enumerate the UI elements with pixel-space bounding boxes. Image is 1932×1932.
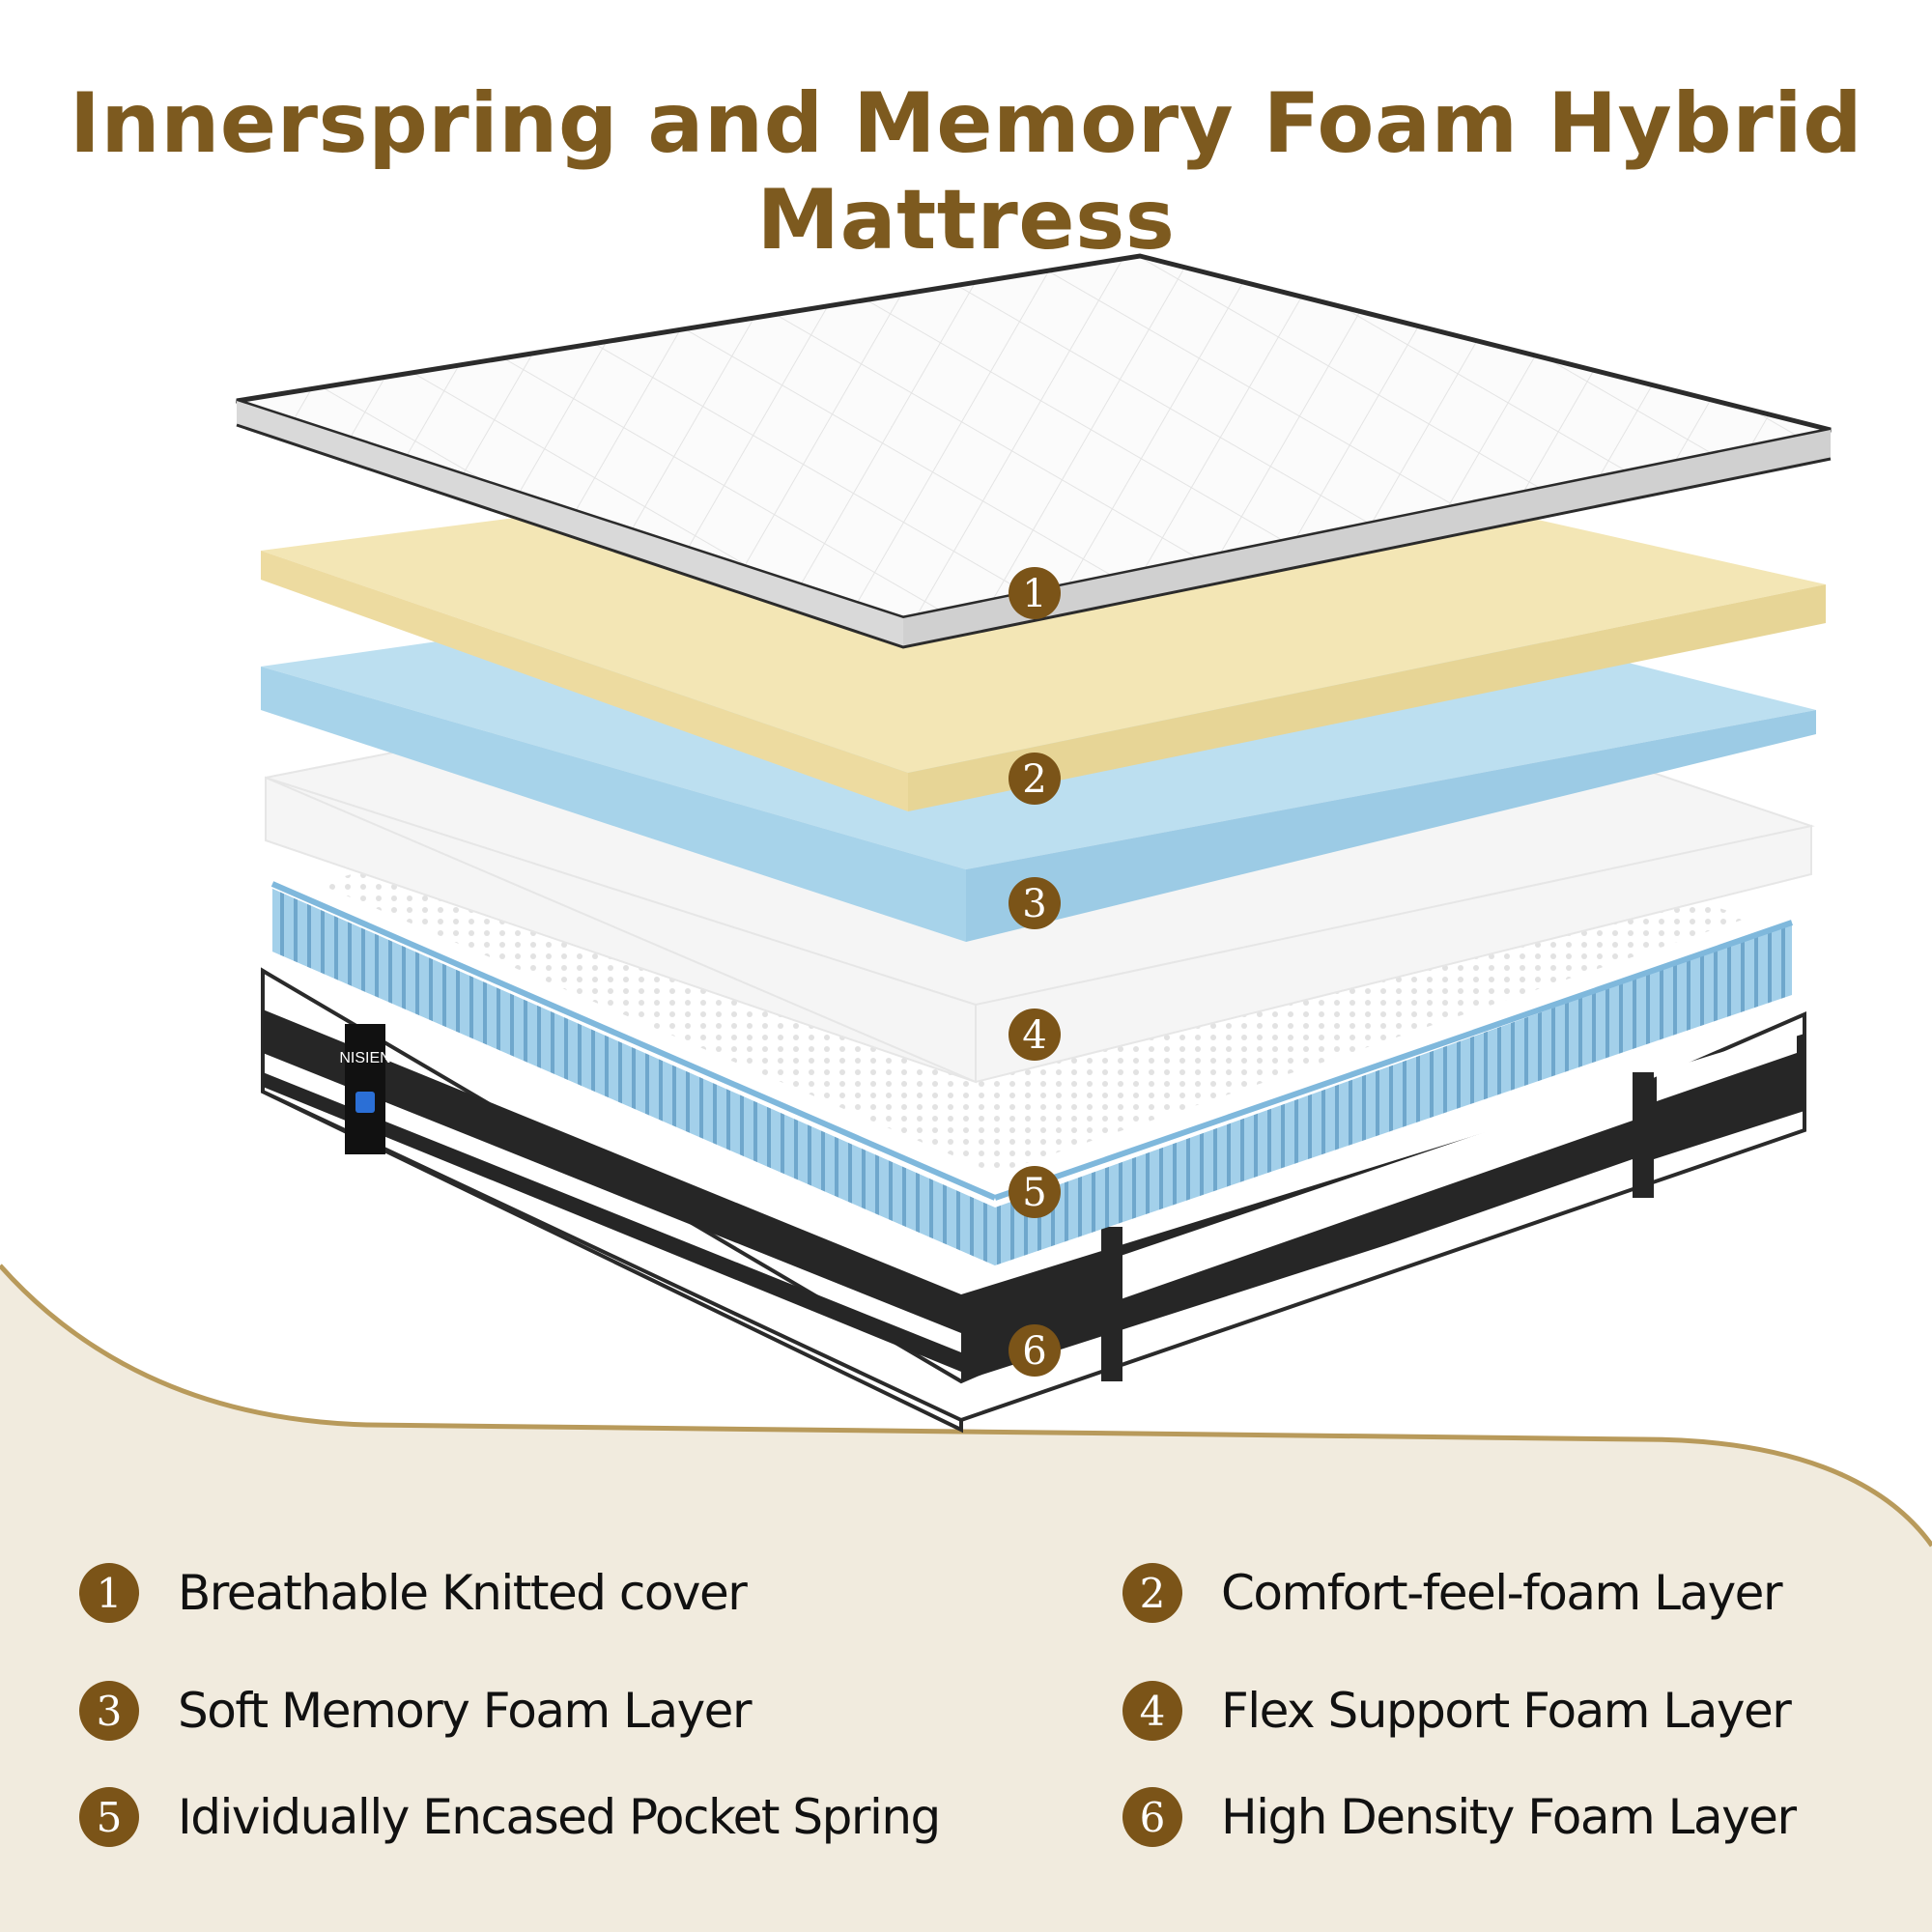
bottom-wave-background xyxy=(0,1265,1932,1932)
page-title: Innerspring and Memory Foam Hybrid Mattr… xyxy=(69,75,1863,269)
legend-item-1: 1 Breathable Knitted cover xyxy=(79,1563,748,1623)
layer-markers: 1 2 3 4 5 6 xyxy=(1009,567,1061,1377)
legend-item-6: 6 High Density Foam Layer xyxy=(1122,1787,1797,1847)
legend-badge-6: 6 xyxy=(1122,1787,1182,1847)
legend-text-2: Comfort-feel-foam Layer xyxy=(1221,1565,1783,1621)
legend-text-6: High Density Foam Layer xyxy=(1221,1789,1797,1845)
legend-item-4: 4 Flex Support Foam Layer xyxy=(1122,1681,1792,1741)
marker-3: 3 xyxy=(1022,882,1046,926)
base-dark-band-left xyxy=(263,1009,961,1333)
knitted-cover-layer xyxy=(236,253,1832,649)
legend-text-3: Soft Memory Foam Layer xyxy=(178,1683,753,1739)
marker-1-circle xyxy=(1009,567,1061,619)
legend-item-2: 2 Comfort-feel-foam Layer xyxy=(1122,1563,1783,1623)
marker-6-circle xyxy=(1009,1324,1061,1377)
base-white-stripe-right xyxy=(1121,1082,1633,1299)
legend-badge-5: 5 xyxy=(79,1787,139,1847)
legend-badge-4: 4 xyxy=(1122,1681,1182,1741)
legend-badge-3: 3 xyxy=(79,1681,139,1741)
wave-divider-line xyxy=(0,1264,1932,1548)
legend-badge-2: 2 xyxy=(1122,1563,1182,1623)
marker-6: 6 xyxy=(1022,1329,1046,1374)
legend-item-5: 5 Idividually Encased Pocket Spring xyxy=(79,1787,941,1847)
marker-2: 2 xyxy=(1022,757,1046,802)
marker-4: 4 xyxy=(1022,1013,1046,1058)
marker-3-circle xyxy=(1009,877,1061,929)
legend-text-1: Breathable Knitted cover xyxy=(178,1565,748,1621)
legend-text-4: Flex Support Foam Layer xyxy=(1221,1683,1792,1739)
legend-text-5: Idividually Encased Pocket Spring xyxy=(178,1789,941,1845)
marker-5-circle xyxy=(1009,1166,1061,1218)
legend-item-3: 3 Soft Memory Foam Layer xyxy=(79,1681,753,1741)
base-layer: NISIEN xyxy=(261,967,1806,1434)
marker-4-circle xyxy=(1009,1009,1061,1061)
legend-badge-1: 1 xyxy=(79,1563,139,1623)
marker-5: 5 xyxy=(1022,1171,1046,1215)
marker-1: 1 xyxy=(1022,572,1046,616)
marker-2-circle xyxy=(1009,753,1061,805)
brand-label: NISIEN xyxy=(339,1050,390,1066)
